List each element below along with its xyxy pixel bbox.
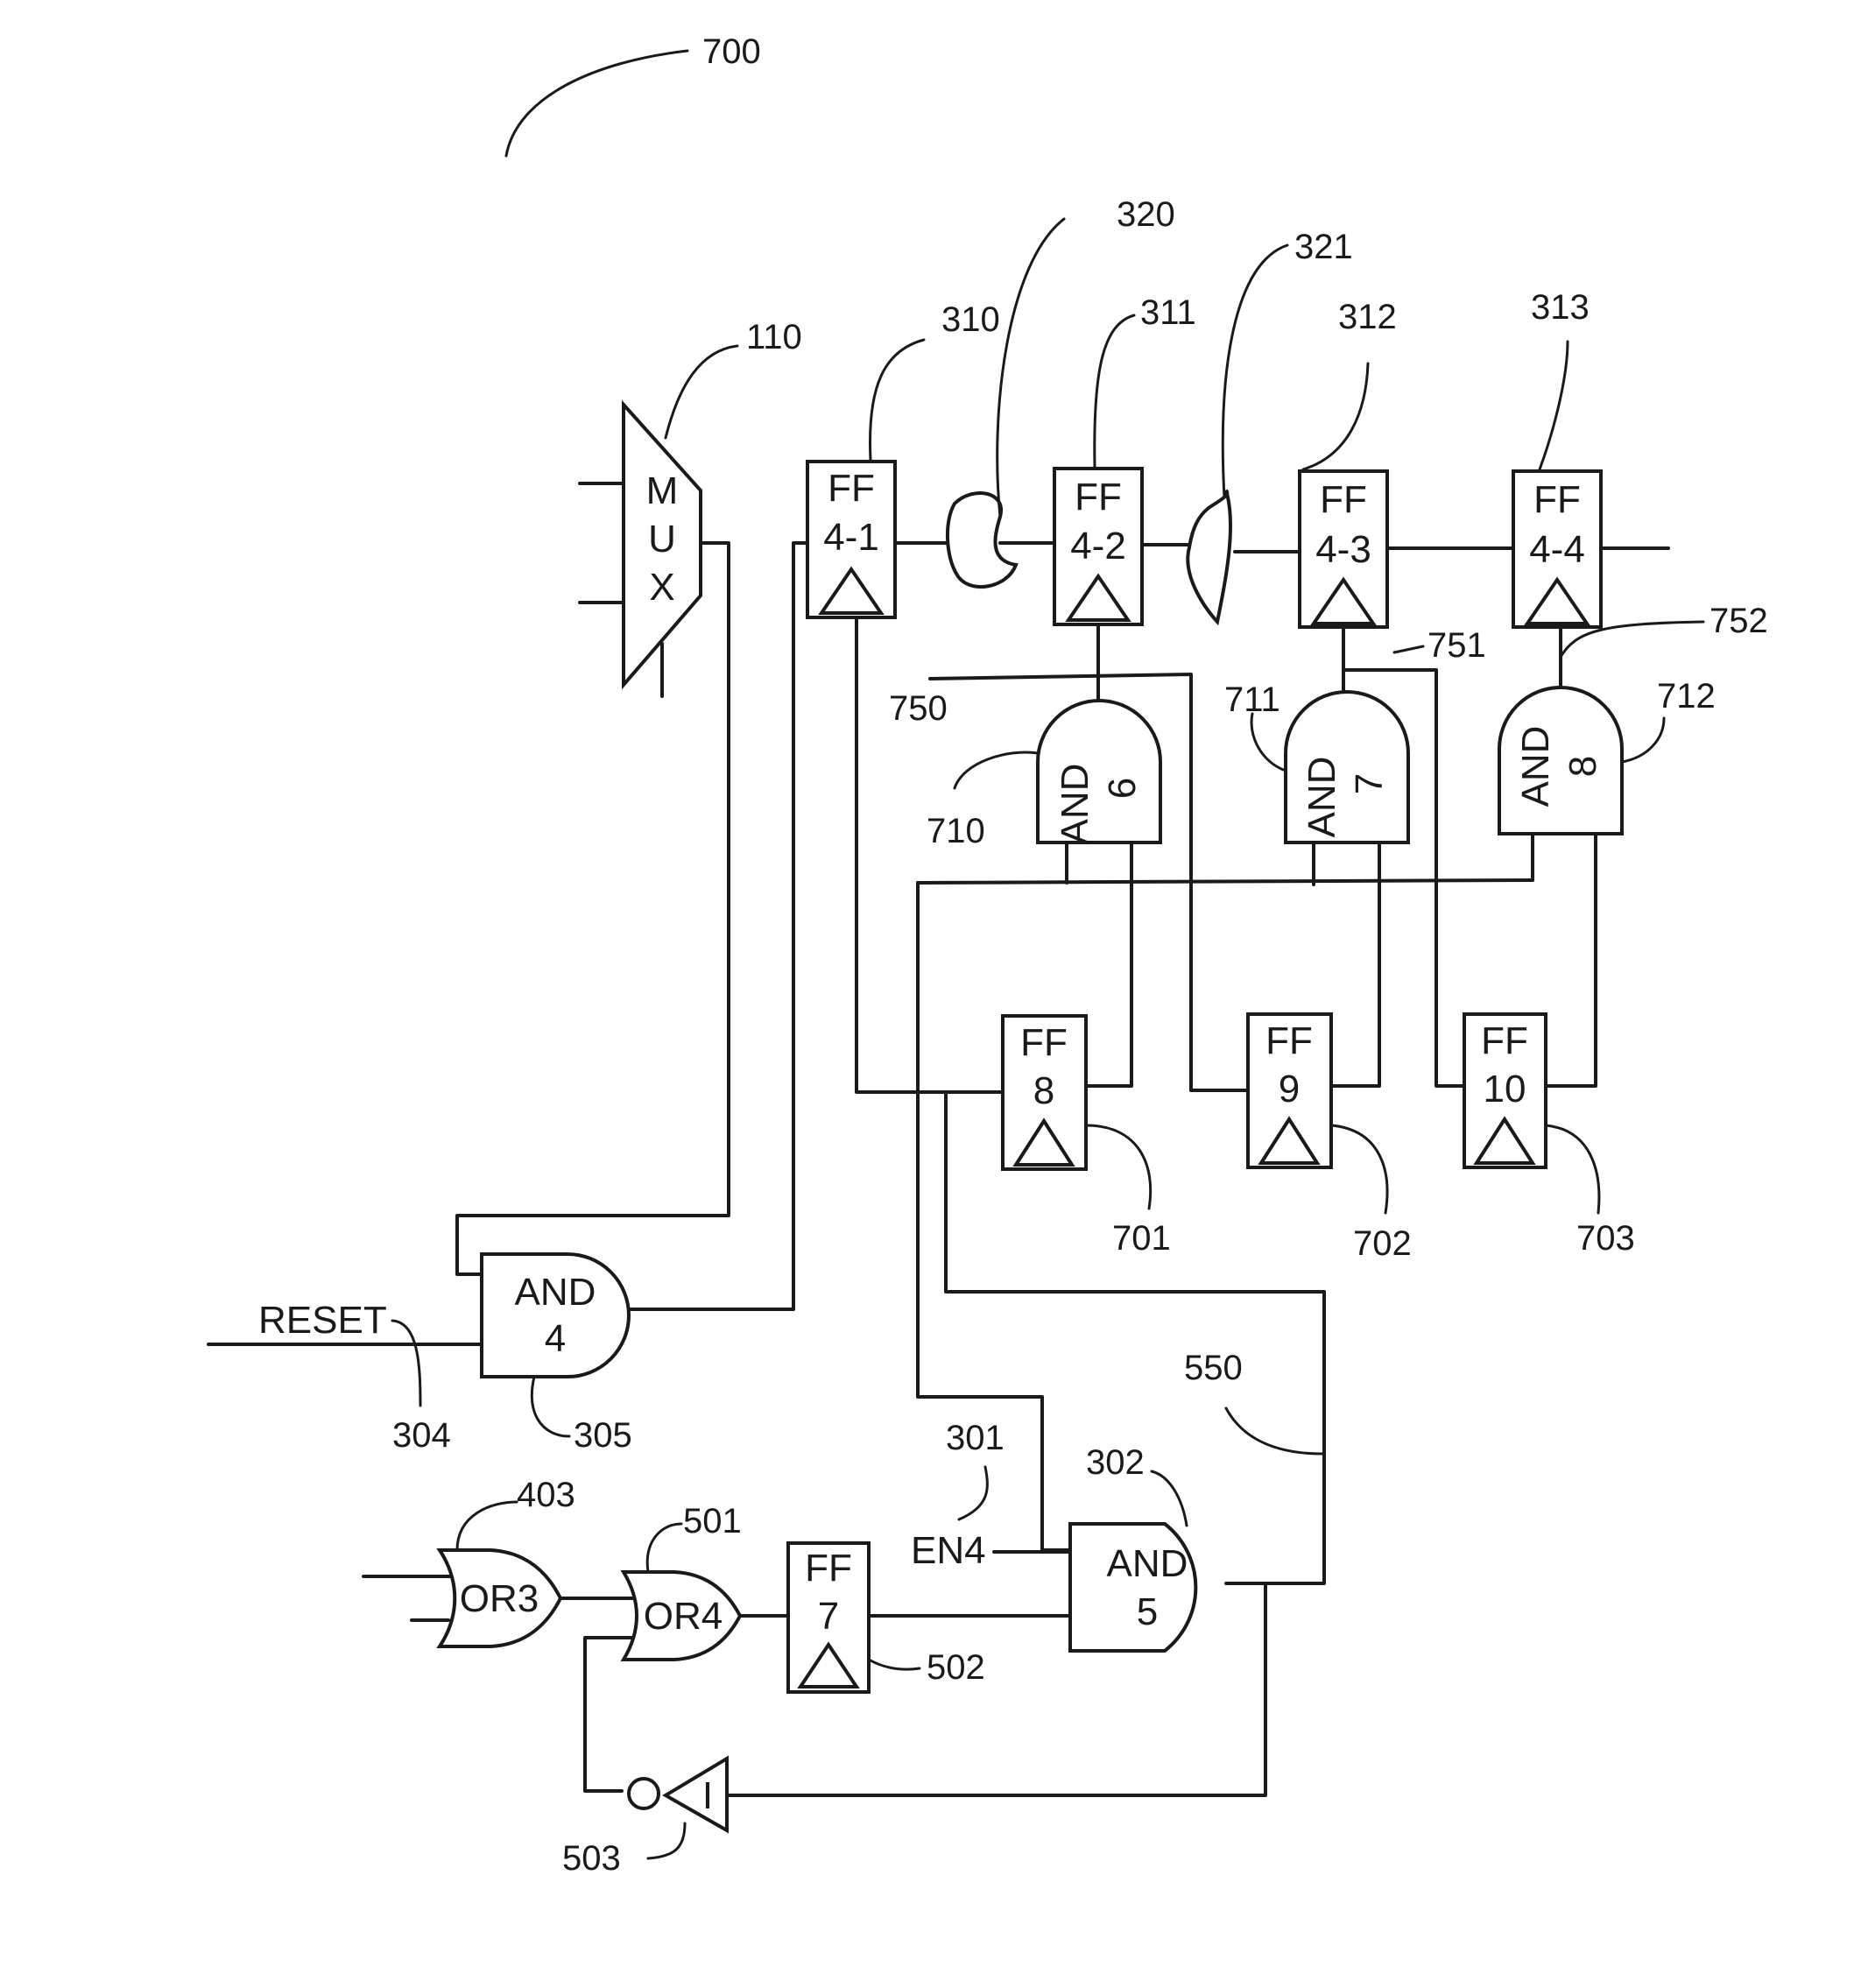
and-8-line1: AND	[1514, 726, 1557, 807]
net-550-label: 550	[1184, 1349, 1243, 1387]
and-7-line2: 7	[1348, 773, 1391, 794]
ff-4-3: FF 4-3 312	[1300, 298, 1397, 627]
en4-signal: EN4 301	[911, 1419, 1005, 1572]
or-4-label: OR4	[644, 1595, 723, 1638]
ff-9-ref: 702	[1353, 1224, 1412, 1263]
or-gate-4: OR4 501	[624, 1502, 742, 1660]
mux-letter-x: X	[649, 566, 674, 609]
ff-8-line2: 8	[1033, 1069, 1054, 1112]
net-750-label: 750	[889, 689, 948, 728]
ff-9: FF 9 702	[1248, 1014, 1412, 1263]
ff-4-2: FF 4-2 311	[1054, 293, 1196, 624]
mux-110: M U X 110	[580, 318, 802, 696]
ff-10-line2: 10	[1484, 1068, 1526, 1110]
net-751-label: 751	[1428, 626, 1486, 665]
and-5-line1: AND	[1107, 1542, 1188, 1585]
ff-9-line1: FF	[1265, 1019, 1313, 1062]
ff-4-1-line2: 4-1	[823, 516, 879, 559]
ff-4-4: FF 4-4 313	[1513, 288, 1601, 627]
wires	[208, 543, 1668, 1795]
ff-9-line2: 9	[1279, 1068, 1300, 1110]
figure-reference: 700	[506, 32, 761, 156]
ff-4-2-ref: 311	[1140, 293, 1196, 332]
ff-8-ref: 701	[1112, 1219, 1171, 1258]
reset-ref: 304	[392, 1416, 451, 1455]
net-550: 550	[1184, 1349, 1322, 1454]
ff-4-3-line1: FF	[1320, 478, 1367, 521]
or-4-ref: 501	[683, 1502, 742, 1540]
ff-4-4-line1: FF	[1533, 478, 1581, 521]
ff-4-4-line2: 4-4	[1529, 528, 1585, 571]
and-gate-8: AND 8 712	[1499, 677, 1716, 834]
ff-10-ref: 703	[1576, 1219, 1635, 1258]
and-gate-6: AND 6 710	[927, 701, 1160, 850]
delay-320-ref: 320	[1117, 195, 1175, 234]
ff-4-3-line2: 4-3	[1315, 528, 1371, 571]
net-752-label: 752	[1709, 602, 1768, 640]
ff-7-ref: 502	[927, 1648, 985, 1687]
ff-7-line1: FF	[805, 1547, 852, 1590]
ff-8: FF 8 701	[1003, 1016, 1171, 1258]
mux-letter-u: U	[648, 518, 676, 560]
en4-ref: 301	[946, 1419, 1005, 1457]
ff-4-1-ref: 310	[941, 300, 1000, 339]
ff-10: FF 10 703	[1464, 1014, 1635, 1258]
ff-10-line1: FF	[1481, 1019, 1528, 1062]
and-5-ref: 302	[1086, 1443, 1145, 1482]
mux-letter-m: M	[646, 469, 679, 512]
and-6-line1: AND	[1054, 764, 1096, 845]
or-3-label: OR3	[460, 1577, 539, 1620]
inverter-label: I	[702, 1774, 713, 1817]
and-6-ref: 710	[927, 812, 985, 850]
reset-label: RESET	[258, 1299, 387, 1342]
inverter-ref: 503	[562, 1839, 621, 1878]
and-gate-4: AND 4 305	[482, 1254, 632, 1455]
ff-4-3-ref: 312	[1338, 298, 1397, 336]
en4-label: EN4	[911, 1529, 986, 1572]
or-gate-3: OR3 403	[440, 1476, 575, 1646]
ff-4-2-line1: FF	[1075, 476, 1122, 518]
ff-7-line2: 7	[818, 1595, 839, 1638]
and-gate-5: AND 5 302	[1070, 1443, 1195, 1651]
figure-ref-label: 700	[702, 32, 761, 71]
and-5-line2: 5	[1137, 1590, 1158, 1633]
ff-4-1-line1: FF	[828, 467, 875, 510]
and-7-ref: 711	[1224, 680, 1280, 719]
delay-321-ref: 321	[1294, 228, 1353, 266]
and-gate-7: AND 7 711	[1224, 680, 1408, 842]
and-4-line2: 4	[545, 1317, 566, 1360]
and-4-line1: AND	[515, 1271, 596, 1314]
and-8-line2: 8	[1561, 756, 1604, 777]
ff-4-2-line2: 4-2	[1070, 525, 1126, 567]
and-7-line1: AND	[1301, 757, 1343, 838]
inverter-503: I 503	[562, 1759, 727, 1878]
or-3-ref: 403	[517, 1476, 575, 1514]
reset-signal: RESET 304	[258, 1299, 451, 1455]
and-6-line2: 6	[1101, 778, 1144, 799]
and-4-ref: 305	[574, 1416, 632, 1455]
mux-ref: 110	[746, 318, 802, 356]
ff-4-4-ref: 313	[1531, 288, 1590, 327]
ff-8-line1: FF	[1020, 1021, 1068, 1064]
and-8-ref: 712	[1657, 677, 1716, 716]
